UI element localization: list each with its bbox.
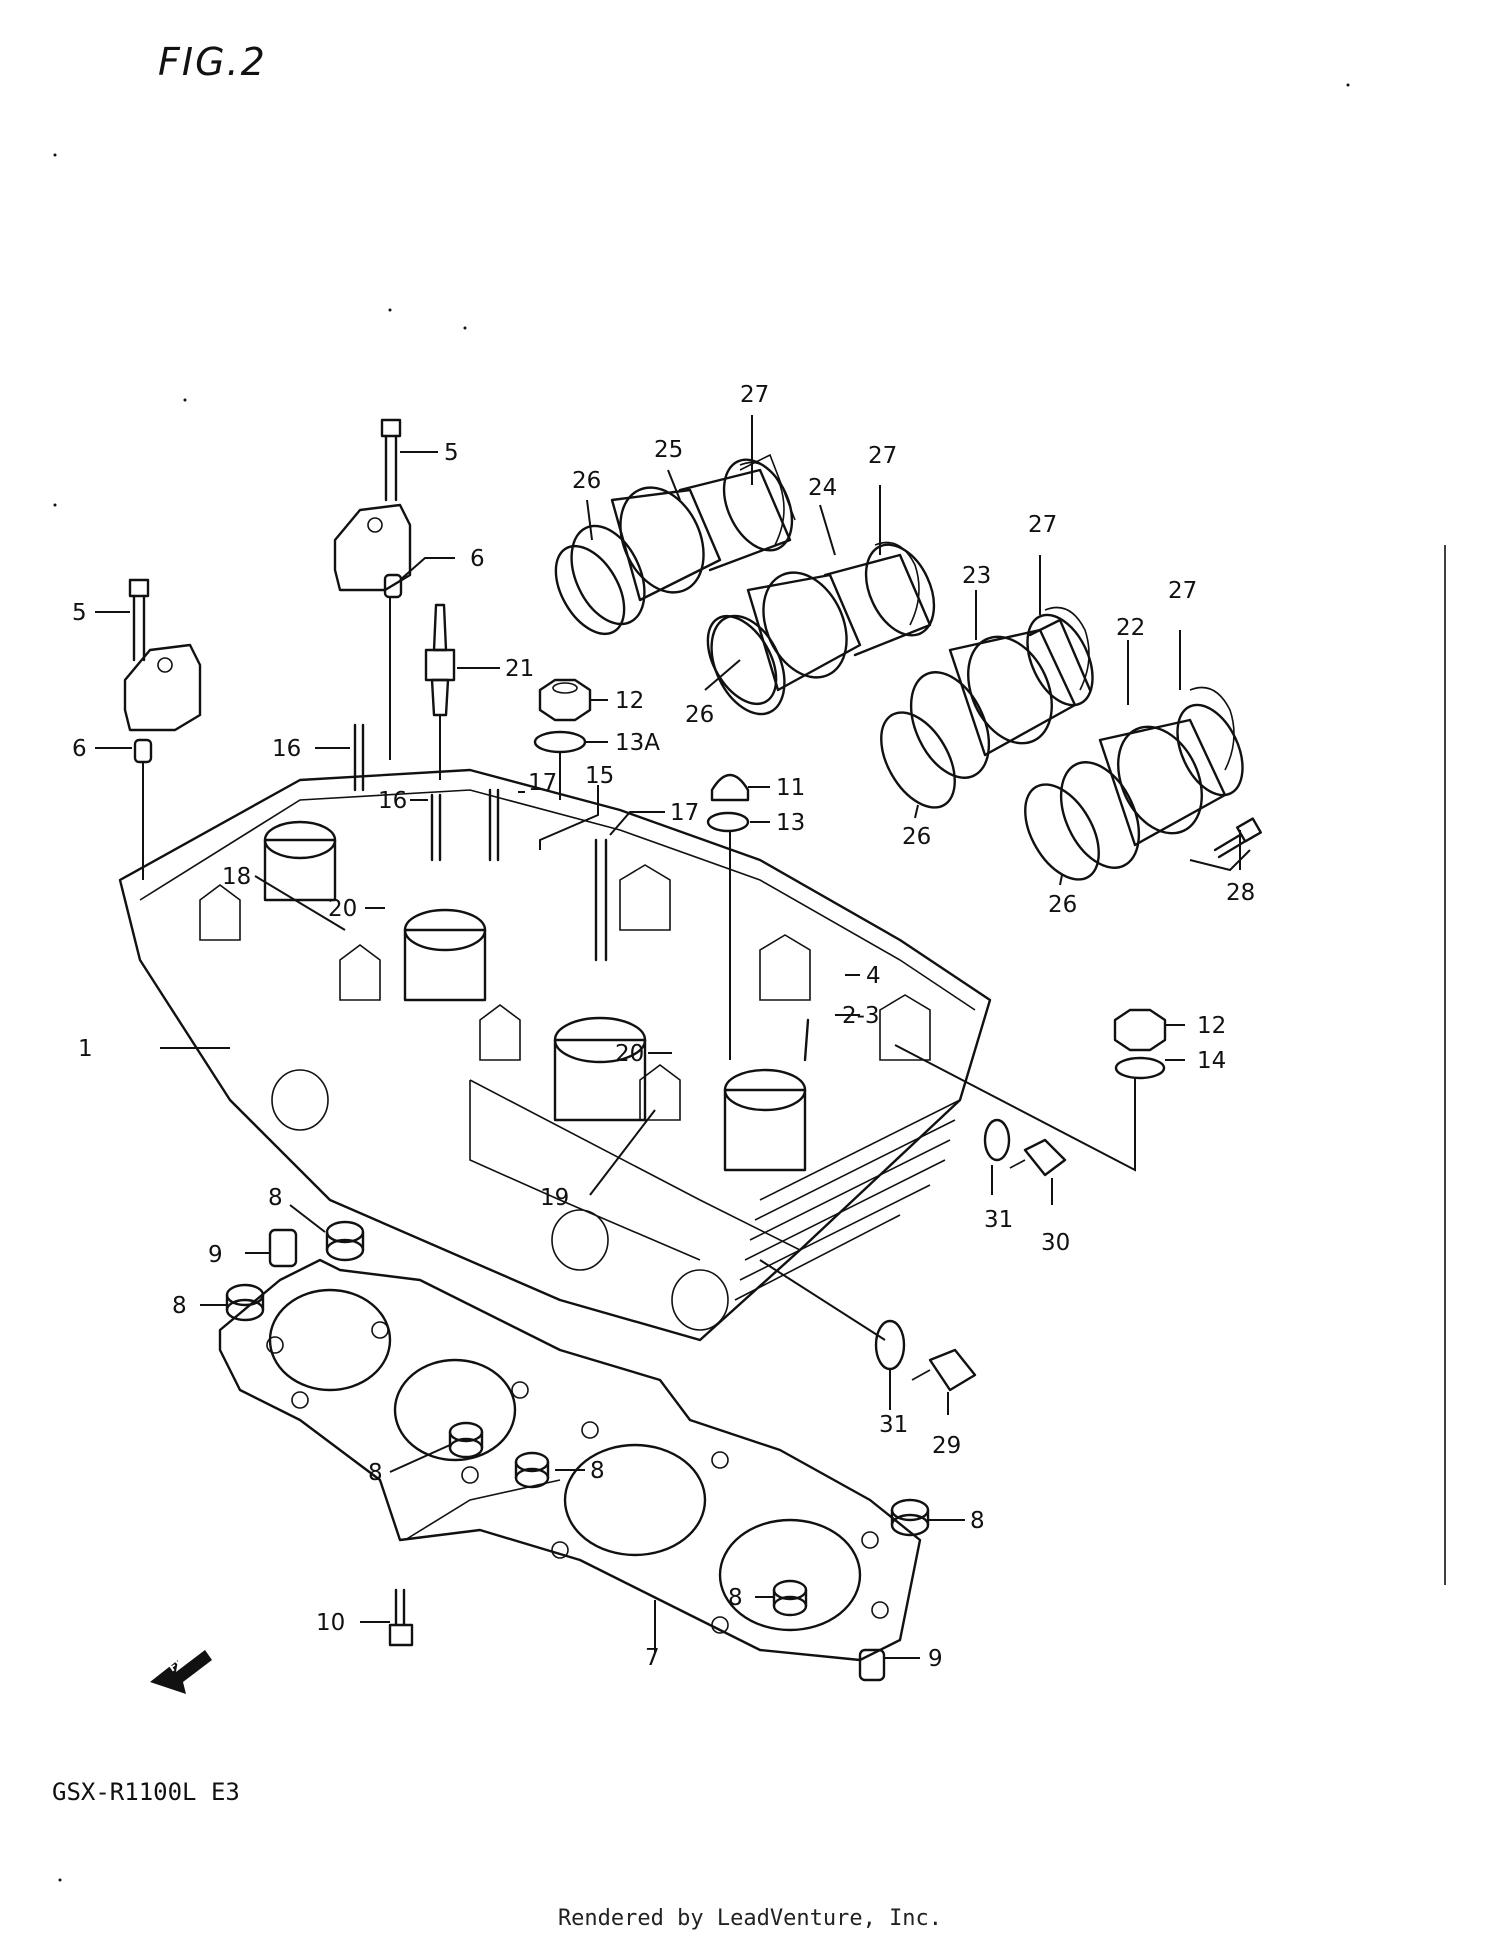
pin-9-a bbox=[268, 1228, 298, 1268]
nut-12-lower bbox=[1113, 1008, 1167, 1052]
callout-14: 14 bbox=[1197, 1048, 1226, 1074]
cam-cap-lower bbox=[123, 643, 202, 732]
fwd-arrow-icon: FWD bbox=[150, 1647, 212, 1694]
callout-10: 10 bbox=[316, 1610, 345, 1636]
callout-16-upper: 16 bbox=[272, 736, 301, 762]
clamp-27-a bbox=[739, 461, 785, 546]
callout-15: 15 bbox=[585, 763, 614, 789]
pin-9-b bbox=[858, 1648, 886, 1682]
callout-11: 11 bbox=[776, 775, 805, 801]
spark-plug-21 bbox=[424, 603, 456, 717]
cam-cap-upper bbox=[333, 503, 412, 592]
figure-title: FIG.2 bbox=[158, 40, 267, 84]
intake-pipe-23 bbox=[909, 613, 1094, 779]
callout-27-c: 27 bbox=[1028, 512, 1057, 538]
o-ring-26-a bbox=[554, 544, 626, 636]
washer-13 bbox=[706, 811, 750, 833]
callout-7: 7 bbox=[645, 1645, 660, 1671]
callout-8-e: 8 bbox=[970, 1508, 985, 1534]
intake-pipe-24 bbox=[710, 543, 936, 716]
callout-12-lower: 12 bbox=[1197, 1013, 1226, 1039]
dowel-6-lower bbox=[133, 738, 153, 764]
callout-25: 25 bbox=[654, 437, 683, 463]
plug-29 bbox=[911, 1348, 977, 1392]
clamp-27-b bbox=[874, 541, 920, 626]
callout-8-f: 8 bbox=[728, 1585, 743, 1611]
callout-2-3: 2-3 bbox=[842, 1003, 880, 1029]
dowel-6-upper bbox=[383, 573, 403, 599]
callout-24: 24 bbox=[808, 475, 837, 501]
callout-27-b: 27 bbox=[868, 443, 897, 469]
callout-19: 19 bbox=[540, 1185, 569, 1211]
screw-28 bbox=[1213, 817, 1262, 859]
washer-14 bbox=[1114, 1056, 1166, 1080]
intake-pipe-22 bbox=[1059, 703, 1244, 869]
callout-29: 29 bbox=[932, 1433, 961, 1459]
bolt-5-upper bbox=[380, 418, 402, 502]
callout-4: 4 bbox=[866, 963, 881, 989]
callout-6-upper: 6 bbox=[470, 546, 485, 572]
bolt-5-lower bbox=[128, 578, 150, 662]
callout-21: 21 bbox=[505, 656, 534, 682]
o-ring-26-d bbox=[1024, 783, 1100, 881]
leader-lines bbox=[95, 415, 1251, 1659]
callout-27-d: 27 bbox=[1168, 578, 1197, 604]
callout-28: 28 bbox=[1226, 880, 1255, 906]
bolt-10 bbox=[388, 1588, 414, 1647]
callout-27-a: 27 bbox=[740, 382, 769, 408]
intake-pipe-25 bbox=[570, 453, 796, 626]
callout-8-c: 8 bbox=[368, 1460, 383, 1486]
callout-16-lower: 16 bbox=[378, 788, 407, 814]
head-gasket-7 bbox=[218, 1258, 922, 1662]
callout-5-upper: 5 bbox=[444, 440, 459, 466]
callout-labels: 5 6 5 6 21 12 13A 11 13 15 16 16 17 17 1… bbox=[72, 382, 1255, 1672]
dowel-8-f bbox=[772, 1579, 808, 1617]
cylinder-head-1 bbox=[118, 723, 992, 1342]
callout-9-a: 9 bbox=[208, 1242, 223, 1268]
callout-23: 23 bbox=[962, 563, 991, 589]
callout-6-lower: 6 bbox=[72, 736, 87, 762]
dowel-8-c bbox=[448, 1421, 484, 1459]
callout-8-a: 8 bbox=[268, 1185, 283, 1211]
gasket-31-upper bbox=[983, 1118, 1011, 1162]
callout-8-d: 8 bbox=[590, 1458, 605, 1484]
callout-30: 30 bbox=[1041, 1230, 1070, 1256]
dowel-8-b bbox=[225, 1283, 265, 1322]
model-code: GSX-R1100L E3 bbox=[52, 1778, 240, 1806]
callout-13: 13 bbox=[776, 810, 805, 836]
callout-18: 18 bbox=[222, 864, 251, 890]
cap-nut-11 bbox=[710, 773, 750, 802]
o-ring-26-c bbox=[880, 711, 956, 809]
dowel-8-d bbox=[514, 1451, 550, 1489]
callout-31-lower: 31 bbox=[879, 1412, 908, 1438]
callout-22: 22 bbox=[1116, 615, 1145, 641]
callout-31-upper: 31 bbox=[984, 1207, 1013, 1233]
margin-marks bbox=[53, 83, 1446, 1882]
callout-1: 1 bbox=[78, 1036, 93, 1062]
callout-26-b: 26 bbox=[685, 702, 714, 728]
callout-17-lower: 17 bbox=[670, 800, 699, 826]
clamp-27-d bbox=[1189, 686, 1235, 771]
callout-26-c: 26 bbox=[902, 824, 931, 850]
callout-20-upper: 20 bbox=[328, 896, 357, 922]
plug-30 bbox=[1009, 1138, 1067, 1177]
gasket-31-lower bbox=[874, 1319, 906, 1371]
callout-12-upper: 12 bbox=[615, 688, 644, 714]
callout-20-lower: 20 bbox=[615, 1041, 644, 1067]
footer-credit: Rendered by LeadVenture, Inc. bbox=[557, 1906, 943, 1931]
nut-12-upper bbox=[538, 678, 592, 722]
callout-8-b: 8 bbox=[172, 1293, 187, 1319]
callout-13a: 13A bbox=[615, 730, 660, 756]
washer-13a bbox=[533, 730, 587, 754]
callout-9-b: 9 bbox=[928, 1646, 943, 1672]
callout-17-upper: 17 bbox=[528, 770, 557, 796]
dowel-8-e bbox=[890, 1498, 930, 1537]
callout-26-d: 26 bbox=[1048, 892, 1077, 918]
clamp-27-c bbox=[1044, 606, 1090, 691]
callout-5-lower: 5 bbox=[72, 600, 87, 626]
callout-26-a: 26 bbox=[572, 468, 601, 494]
o-ring-26-b bbox=[706, 614, 778, 706]
dowel-8-a bbox=[325, 1220, 365, 1262]
